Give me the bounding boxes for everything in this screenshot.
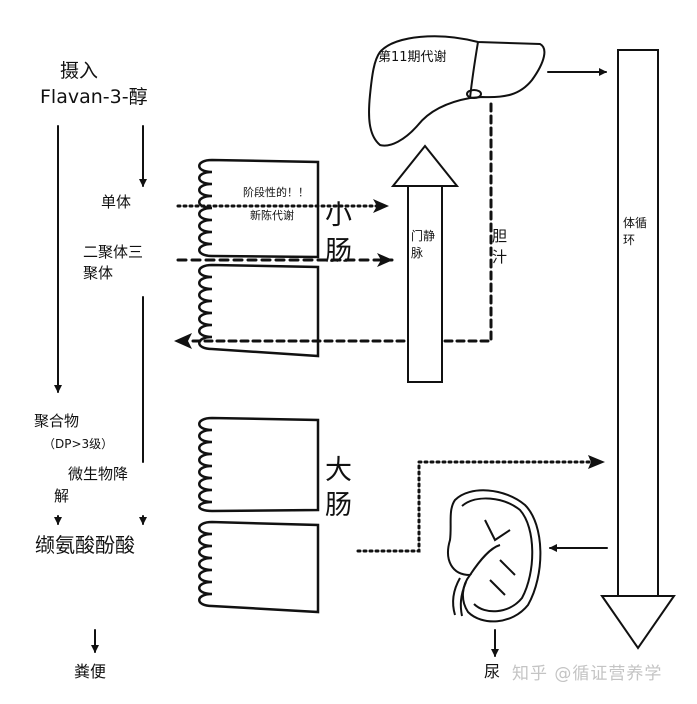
liver-illustration xyxy=(368,35,546,147)
portal-vein-label: 门静 xyxy=(411,229,436,243)
valerolactone-label: 缬氨酸酚酸 xyxy=(35,533,135,557)
feces-label: 粪便 xyxy=(74,662,107,681)
bile-label-cont: 汁 xyxy=(492,248,508,266)
microbial-degradation-label-cont: 解 xyxy=(54,487,70,505)
small-intestine-label-cont: 肠 xyxy=(325,236,352,267)
urine-label: 尿 xyxy=(484,662,501,681)
small-intestine-villi-lower xyxy=(198,263,320,358)
small-intestine-villi-upper xyxy=(198,158,320,259)
large-intestine-villi-lower xyxy=(198,520,320,614)
polymer-dp-note: （DP>3级） xyxy=(43,437,114,451)
valerolactone-arrowhead xyxy=(588,455,605,469)
portal-vein-arrow xyxy=(390,144,460,383)
phase-note: 阶段性的！！ xyxy=(243,186,309,199)
intake-label: 摄入 xyxy=(60,60,99,82)
monomer-label: 单体 xyxy=(101,193,132,211)
large-intestine-villi-upper xyxy=(198,416,320,513)
flavan-3-ol-label: Flavan-3-醇 xyxy=(40,86,148,108)
flow-valerolactone-dotted xyxy=(356,460,592,553)
portal-vein-label-cont: 脉 xyxy=(411,246,424,260)
kidney-illustration xyxy=(447,489,542,623)
microbial-degradation-label: 微生物降 xyxy=(68,465,129,483)
watermark: 知乎 @循证营养学 xyxy=(512,664,663,684)
bile-arrowhead xyxy=(174,333,192,349)
large-intestine-label-cont: 肠 xyxy=(325,490,352,521)
bile-label: 胆 xyxy=(492,227,508,245)
systemic-circulation-arrow xyxy=(600,49,676,650)
small-intestine-label: 小 xyxy=(325,200,352,231)
large-intestine-label: 大 xyxy=(325,455,352,486)
metabolism-note: 新陈代谢 xyxy=(250,209,294,222)
polymer-label: 聚合物 xyxy=(34,412,80,430)
dimer-trimer-label-cont: 聚体 xyxy=(83,264,114,282)
liver-label: 第11期代谢 xyxy=(378,50,447,65)
dimer-trimer-label: 二聚体三 xyxy=(83,243,144,261)
systemic-circulation-label: 体循 xyxy=(623,216,648,230)
flow-bile-dashed xyxy=(186,102,493,343)
systemic-circulation-label-cont: 环 xyxy=(623,233,636,247)
